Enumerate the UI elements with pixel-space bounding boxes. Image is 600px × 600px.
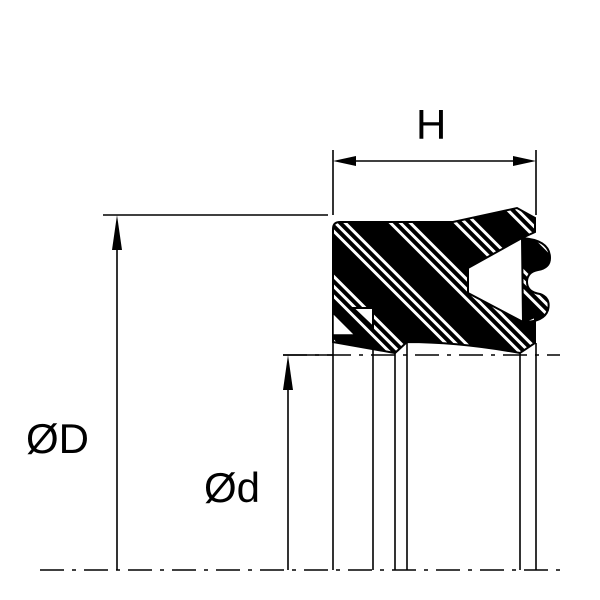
height-label: H bbox=[416, 101, 447, 148]
seal-inner-notch bbox=[350, 307, 374, 330]
arrowhead-icon bbox=[112, 215, 122, 250]
arrowhead-icon bbox=[283, 355, 293, 390]
arrowhead-icon bbox=[333, 156, 356, 166]
seal-chamfer bbox=[332, 311, 357, 336]
outer-diameter-label: ØD bbox=[26, 415, 89, 462]
seal-profile bbox=[332, 206, 552, 355]
arrowhead-icon bbox=[513, 156, 536, 166]
inner-diameter-label: Ød bbox=[204, 464, 261, 511]
